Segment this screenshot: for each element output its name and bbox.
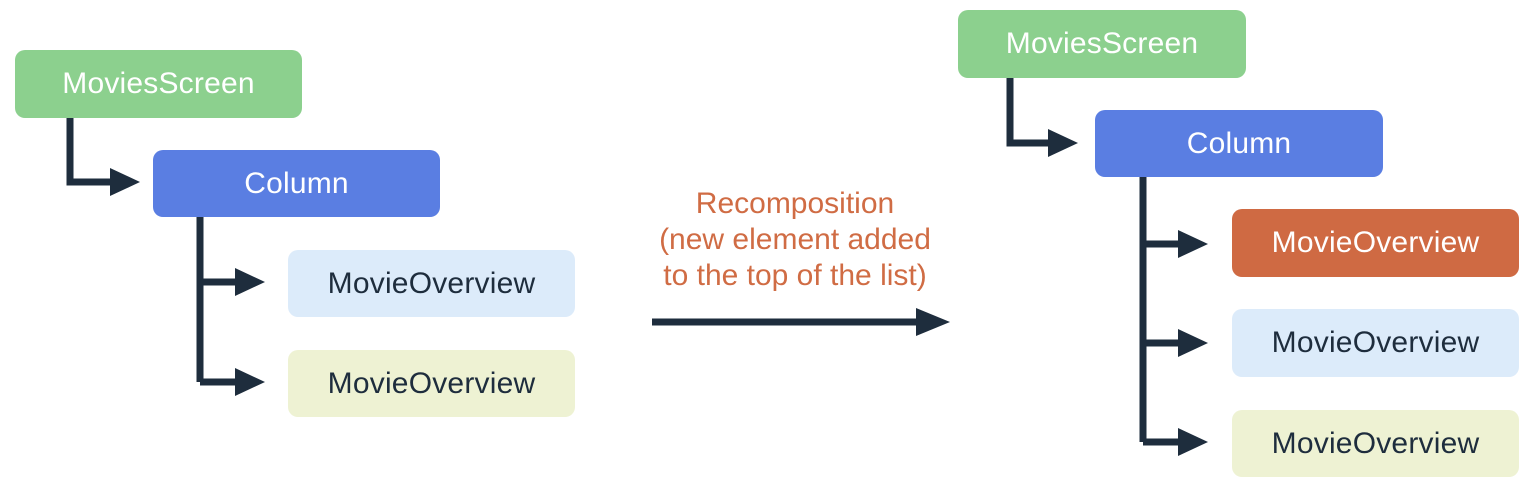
caption-line-2: (new element added — [659, 223, 931, 256]
node-movieoverview-left-2: MovieOverview — [288, 350, 575, 417]
node-movieoverview-left-1: MovieOverview — [288, 250, 575, 317]
node-moviesscreen-right: MoviesScreen — [958, 10, 1246, 78]
node-movieoverview-right-2: MovieOverview — [1232, 410, 1519, 477]
left-tree-connectors — [66, 118, 265, 396]
node-column-right: Column — [1095, 110, 1383, 177]
caption-line-3: to the top of the list) — [663, 259, 927, 292]
node-movieoverview-right-1: MovieOverview — [1232, 309, 1519, 377]
caption-line-1: Recomposition — [695, 187, 895, 220]
node-movieoverview-right-new: MovieOverview — [1232, 209, 1519, 277]
recomposition-arrow — [652, 308, 950, 336]
right-tree-connectors — [1006, 78, 1208, 456]
node-moviesscreen-left: MoviesScreen — [15, 50, 302, 118]
recomposition-caption: Recomposition (new element added to the … — [625, 186, 965, 294]
node-column-left: Column — [153, 150, 440, 217]
